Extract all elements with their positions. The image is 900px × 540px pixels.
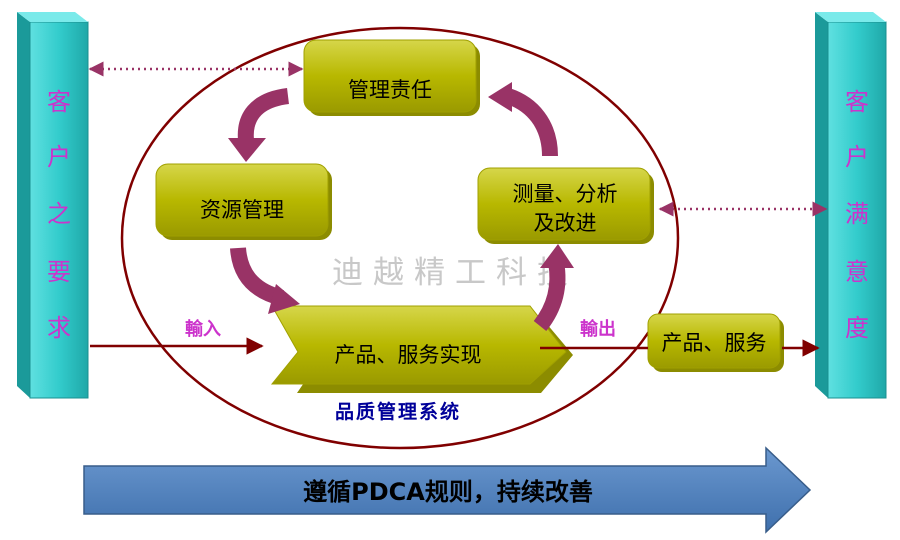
output-label: 輸出 — [580, 318, 616, 340]
left-pillar-char: 要 — [47, 258, 71, 286]
node-measurement-analysis-improvement: 测量、分析 及改进 — [477, 167, 654, 244]
system-label: 品质管理系统 — [335, 400, 461, 423]
node-product-service-output: 产品、服务 — [647, 313, 784, 372]
right-pillar: 客 户 满 意 度 — [815, 12, 887, 399]
left-pillar-char: 客 — [47, 88, 71, 116]
node-label: 资源管理 — [200, 198, 284, 222]
watermark: 迪越精工科技 — [332, 255, 578, 291]
node-label: 管理责任 — [348, 78, 432, 102]
node-label: 产品、服务 — [662, 331, 767, 355]
node-resource-management: 资源管理 — [155, 163, 332, 240]
right-pillar-char: 满 — [845, 200, 869, 228]
cycle-arrow-product-to-measurement — [533, 260, 566, 331]
node-management-responsibility: 管理责任 — [303, 39, 480, 116]
cycle-arrow-measurement-to-mgmt — [505, 88, 558, 157]
node-label-line2: 及改进 — [534, 211, 597, 235]
left-pillar-char: 求 — [47, 314, 71, 342]
quality-system-ellipse — [120, 26, 680, 450]
left-pillar-char: 之 — [47, 200, 71, 228]
node-label: 产品、服务实现 — [335, 343, 482, 367]
left-pillar-char: 户 — [47, 143, 71, 171]
right-pillar-char: 客 — [845, 88, 869, 116]
right-pillar-char: 度 — [845, 314, 869, 342]
input-label: 輸入 — [185, 318, 221, 340]
right-pillar-char: 户 — [845, 143, 869, 171]
pdca-banner-arrow: 遵循PDCA规则，持续改善 — [83, 446, 812, 534]
node-label-line1: 测量、分析 — [513, 182, 618, 206]
cycle-arrow-mgmt-to-resource — [237, 88, 290, 141]
right-pillar-char: 意 — [845, 258, 869, 286]
left-pillar: 客 户 之 要 求 — [17, 12, 89, 399]
cycle-arrows — [230, 88, 566, 331]
cycle-arrow-heads — [228, 82, 574, 314]
pdca-banner-text: 遵循PDCA规则，持续改善 — [303, 478, 593, 506]
node-product-realization: 产品、服务实现 — [270, 305, 573, 393]
